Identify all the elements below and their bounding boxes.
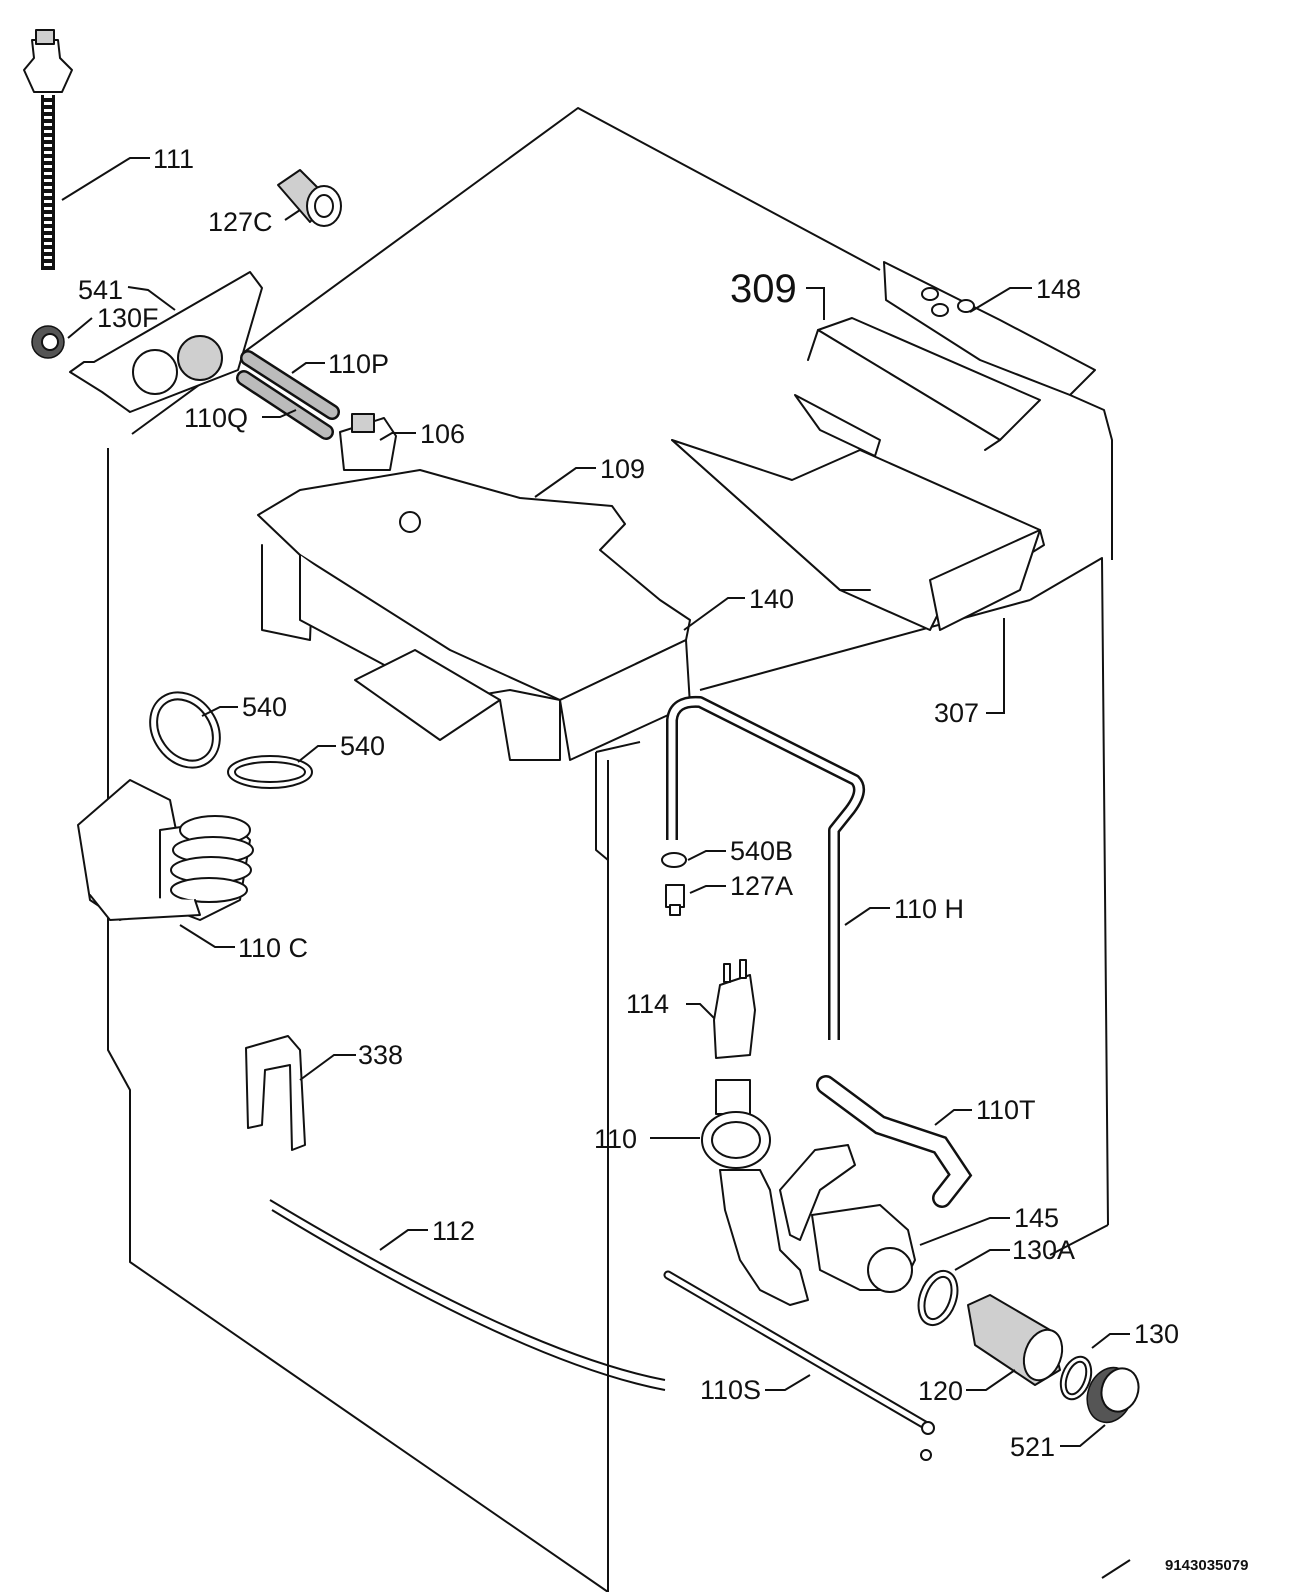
valve-106 xyxy=(339,413,397,471)
clamp-540-upper xyxy=(149,691,221,769)
drain-hose-110h xyxy=(666,695,865,1040)
hose-110t xyxy=(816,1075,973,1208)
callout-148: 148 xyxy=(1036,274,1081,304)
clamp-540-lower xyxy=(227,755,313,789)
tray-cover-309 xyxy=(807,317,1041,451)
callout-127c: 127C xyxy=(208,207,273,237)
emergency-drain-110s xyxy=(663,1270,935,1461)
o-ring-130a xyxy=(917,1269,959,1327)
handle-148 xyxy=(883,261,1096,396)
callout-140: 140 xyxy=(749,584,794,614)
callout-127a: 127A xyxy=(730,871,793,901)
callout-540b: 540B xyxy=(730,836,793,866)
callout-111: 111 xyxy=(153,144,194,174)
detergent-housing-109-140 xyxy=(257,469,691,761)
leader-lines xyxy=(61,157,1130,1447)
callout-130: 130 xyxy=(1134,1319,1179,1349)
cap-130f xyxy=(31,325,65,359)
pump-sump-110 xyxy=(701,1079,916,1306)
pressure-switch-114 xyxy=(713,959,756,1059)
connector-127a xyxy=(665,884,685,916)
callout-338: 338 xyxy=(358,1040,403,1070)
filter-120 xyxy=(967,1294,1064,1386)
callout-540-lower: 540 xyxy=(340,731,385,761)
tubes-110p-110q xyxy=(236,350,340,440)
callout-110c: 110 C xyxy=(238,933,308,963)
clamp-540b xyxy=(661,852,687,868)
document-number: 9143035079 xyxy=(1165,1557,1248,1574)
callout-145: 145 xyxy=(1014,1203,1059,1233)
callout-109: 109 xyxy=(600,454,645,484)
callout-309: 309 xyxy=(730,267,797,311)
callout-540-upper: 540 xyxy=(242,692,287,722)
callout-112: 112 xyxy=(432,1216,475,1246)
bellows-hose-110c xyxy=(77,779,254,921)
callout-110p: 110P xyxy=(328,349,389,379)
callout-130a: 130A xyxy=(1012,1235,1075,1265)
bracket-541 xyxy=(69,271,263,413)
callout-521: 521 xyxy=(1010,1432,1055,1462)
callout-114: 114 xyxy=(626,989,669,1019)
hose-guide-338 xyxy=(245,1035,306,1151)
callout-307: 307 xyxy=(934,698,979,728)
callout-labels: 111 127C 541 130F 110P 110Q 106 109 309 … xyxy=(78,144,1248,1574)
callout-110q: 110Q xyxy=(184,403,248,433)
callout-110s: 110S xyxy=(700,1375,761,1405)
dispenser-drawer-307 xyxy=(671,394,1045,631)
callout-110t: 110T xyxy=(976,1095,1036,1125)
callout-120: 120 xyxy=(918,1376,963,1406)
filter-cap-521 xyxy=(1086,1366,1140,1424)
callout-130f: 130F xyxy=(97,303,159,333)
callout-106: 106 xyxy=(420,419,465,449)
callout-110h: 110 H xyxy=(894,894,964,924)
callout-110: 110 xyxy=(594,1124,637,1154)
inlet-hose-111 xyxy=(23,29,73,270)
callout-541: 541 xyxy=(78,275,123,305)
o-ring-130 xyxy=(1059,1355,1093,1401)
